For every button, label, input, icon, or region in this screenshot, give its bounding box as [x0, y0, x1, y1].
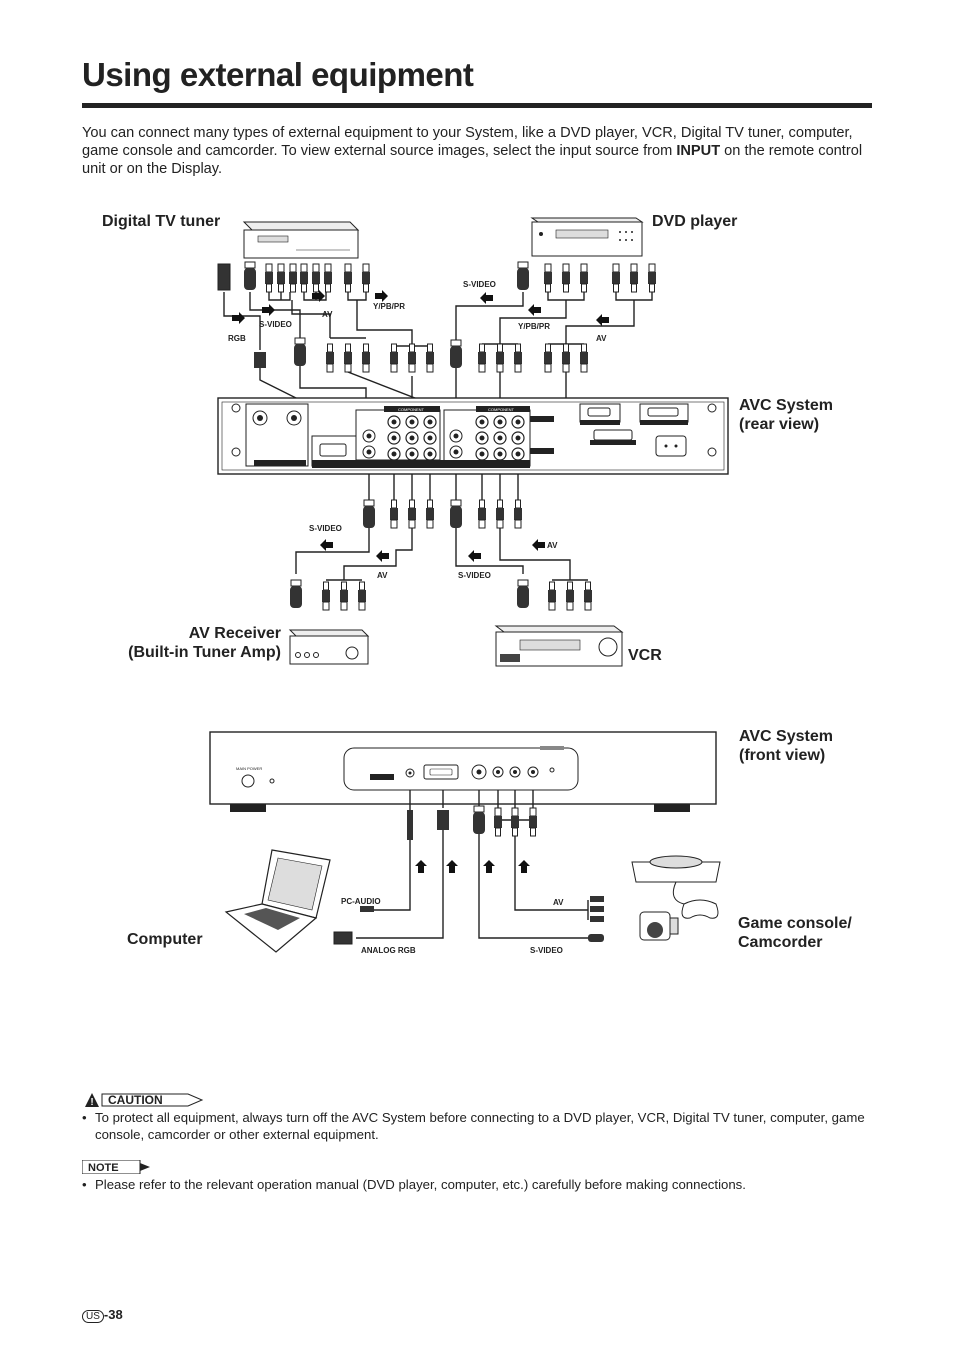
note-item: • Please refer to the relevant operation …	[82, 1176, 872, 1193]
dvd-player-device	[530, 217, 644, 257]
label-game-line2: Camcorder	[738, 934, 823, 951]
svg-text:!: !	[90, 1097, 93, 1108]
cable-label-rgb: RGB	[228, 334, 246, 343]
cable-label-ypbpr-tuner: Y/PB/PR	[373, 302, 405, 311]
cable-label-svideo-tuner: S-VIDEO	[259, 320, 292, 329]
note-badge: NOTE	[82, 1160, 150, 1174]
region-badge: US	[82, 1310, 104, 1323]
cable-label-av-game: AV	[553, 898, 564, 907]
title-rule	[82, 103, 872, 108]
note-label: NOTE	[88, 1162, 119, 1174]
label-av-receiver-line1: AV Receiver	[188, 625, 281, 642]
label-avc-front-line1: AVC System	[739, 728, 833, 745]
cable-label-av-tuner: AV	[322, 310, 333, 319]
av-receiver-device	[288, 629, 370, 665]
tuner-plugs	[217, 261, 435, 373]
label-digital-tv-tuner: Digital TV tuner	[102, 213, 221, 230]
intro-paragraph: You can connect many types of external e…	[82, 124, 874, 178]
cable-label-svideo-vcr: S-VIDEO	[458, 571, 491, 580]
cable-label-analog-rgb: ANALOG RGB	[361, 946, 416, 955]
label-game-line1: Game console/	[738, 915, 852, 932]
lower-rear-cables	[295, 474, 588, 581]
label-avc-front: AVC System (front view)	[739, 727, 833, 765]
label-avc-rear-line2: (rear view)	[739, 416, 820, 433]
svg-text:COMPONENT: COMPONENT	[488, 407, 515, 412]
caution-text: To protect all equipment, always turn of…	[95, 1110, 865, 1142]
laptop-icon	[224, 849, 331, 953]
note-text: Please refer to the relevant operation m…	[95, 1177, 746, 1192]
camcorder-icon	[639, 911, 679, 941]
avc-rear-panel: COMPONENT COMPONENT	[217, 397, 729, 475]
label-vcr: VCR	[628, 647, 662, 664]
cable-label-ypbpr-dvd: Y/PB/PR	[518, 322, 550, 331]
label-dvd-player: DVD player	[652, 213, 738, 230]
dvd-plugs	[449, 261, 657, 373]
intro-text: You can connect many types of external e…	[82, 125, 853, 159]
label-avc-front-line2: (front view)	[739, 747, 826, 764]
avc-front-panel: MAIN POWER	[209, 731, 717, 812]
svg-text:MAIN POWER: MAIN POWER	[236, 766, 262, 771]
cable-label-av-dvd: AV	[596, 334, 607, 343]
cable-label-svideo-dvd: S-VIDEO	[463, 280, 496, 289]
cable-label-av-receiver: AV	[377, 571, 388, 580]
game-console-icon	[631, 855, 721, 919]
cable-label-pc-audio: PC-AUDIO	[341, 897, 381, 906]
label-computer: Computer	[127, 931, 203, 948]
label-av-receiver-line2: (Built-in Tuner Amp)	[128, 644, 281, 661]
intro-text-end: on the remote control unit or on the Dis…	[82, 143, 863, 177]
label-avc-rear: AVC System (rear view)	[739, 396, 833, 434]
cable-label-av-vcr: AV	[547, 541, 558, 550]
bullet-dot: •	[82, 1177, 87, 1192]
caution-item: • To protect all equipment, always turn o…	[82, 1109, 872, 1143]
page-number-text: -38	[103, 1307, 123, 1322]
bullet-dot: •	[82, 1110, 87, 1125]
page-title: Using external equipment	[82, 56, 474, 93]
vcr-device	[494, 625, 624, 667]
caution-badge: ! CAUTION	[85, 1093, 204, 1108]
front-plugs	[333, 805, 604, 945]
page-number: US-38	[82, 1307, 123, 1323]
cable-label-svideo-receiver: S-VIDEO	[309, 524, 342, 533]
cable-label-svideo-game: S-VIDEO	[530, 946, 563, 955]
label-game-camcorder: Game console/ Camcorder	[738, 914, 852, 952]
svg-text:COMPONENT: COMPONENT	[398, 407, 425, 412]
front-cables	[356, 790, 589, 939]
lower-rear-plugs	[289, 499, 593, 611]
label-av-receiver: AV Receiver (Built-in Tuner Amp)	[100, 624, 281, 662]
caution-label: CAUTION	[108, 1093, 163, 1107]
label-avc-rear-line1: AVC System	[739, 397, 833, 414]
intro-input-keyword: INPUT	[676, 143, 721, 159]
digital-tv-tuner-device	[242, 221, 360, 259]
